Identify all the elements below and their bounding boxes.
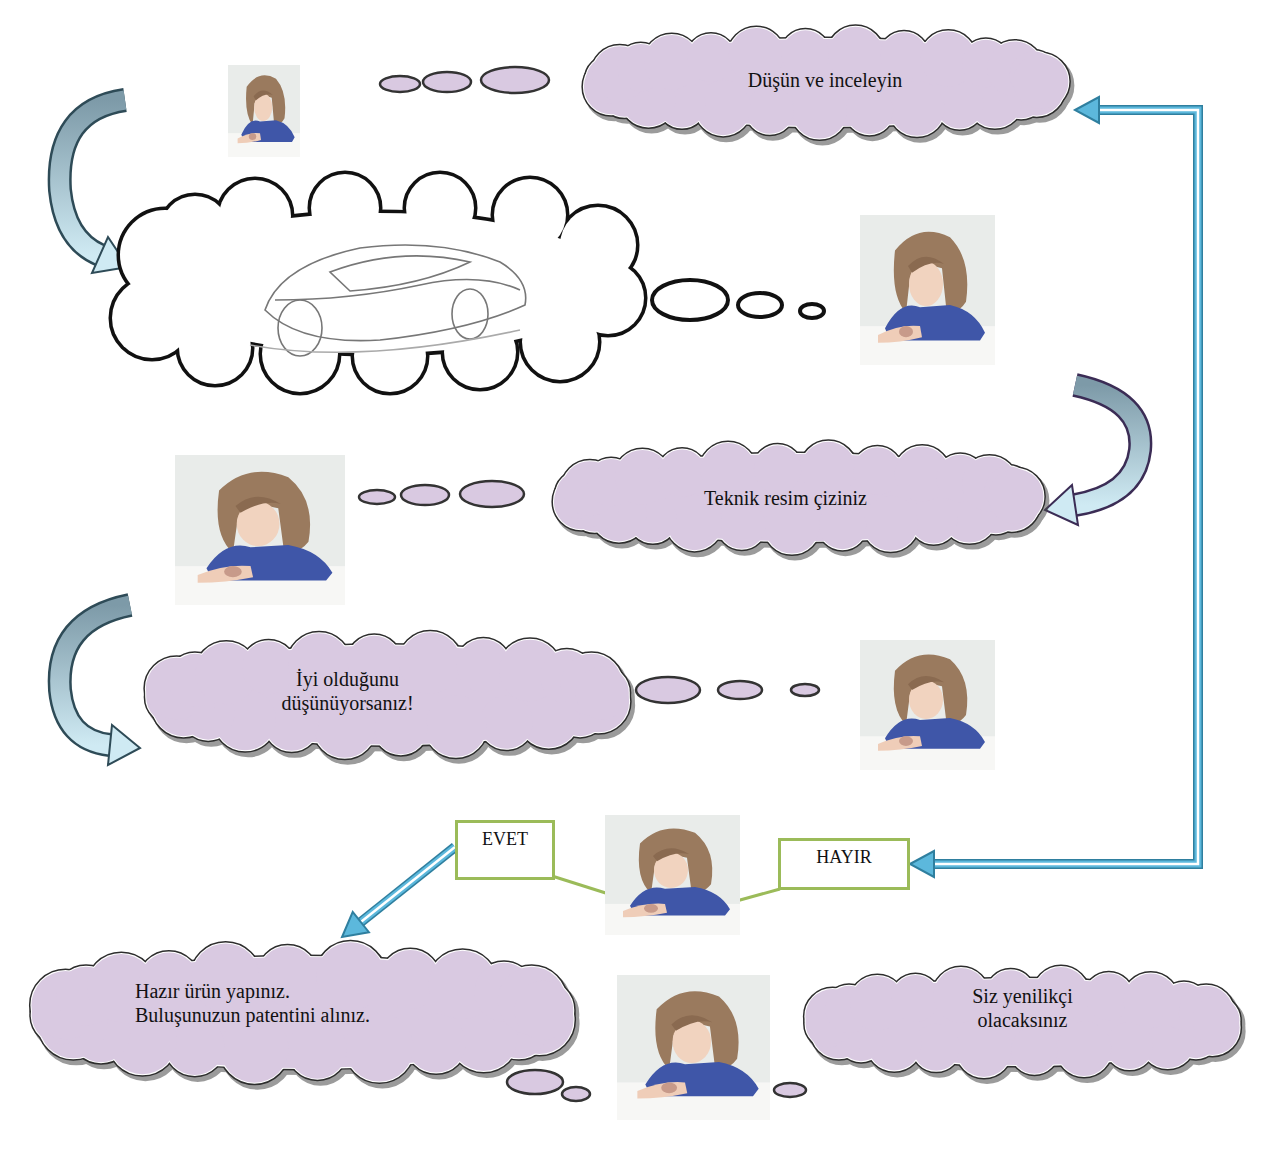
girl-picture bbox=[228, 65, 300, 157]
thought-cloud: İyi olduğunu düşünüyorsanız! bbox=[135, 625, 640, 765]
arrow-head bbox=[1075, 97, 1099, 123]
text-holder: Siz yenilikçi olacaksınız bbox=[795, 960, 1250, 1084]
girl-picture bbox=[605, 815, 740, 935]
thought-cloud: Hazır ürün yapınız. Buluşunuzun patentin… bbox=[20, 935, 585, 1090]
answer-box: EVET bbox=[455, 820, 555, 880]
curved-arrow bbox=[1045, 385, 1140, 525]
curved-arrow bbox=[60, 605, 140, 765]
text-holder: İyi olduğunu düşünüyorsanız! bbox=[135, 625, 640, 765]
text-holder: EVET bbox=[458, 823, 552, 877]
girl-picture bbox=[860, 640, 995, 770]
text-holder: Düşün ve inceleyin bbox=[575, 20, 1075, 145]
text-holder: Teknik resim çiziniz bbox=[545, 435, 1050, 560]
flow-arrow bbox=[342, 847, 455, 937]
cloud-text: Hazır ürün yapınız. Buluşunuzun patentin… bbox=[135, 979, 370, 1027]
arrow-head bbox=[910, 851, 934, 877]
text-holder: HAYIR bbox=[781, 841, 907, 887]
thought-cloud: Düşün ve inceleyin bbox=[575, 20, 1075, 145]
cloud-text: Siz yenilikçi olacaksınız bbox=[940, 984, 1105, 1032]
thought-cloud: Teknik resim çiziniz bbox=[545, 435, 1050, 560]
sketch-cloud bbox=[112, 174, 644, 392]
girl-picture bbox=[175, 455, 345, 605]
thought-bubbles bbox=[359, 67, 819, 1101]
answer-label: EVET bbox=[482, 829, 528, 851]
cloud-text: İyi olduğunu düşünüyorsanız! bbox=[255, 667, 440, 715]
thought-cloud: Siz yenilikçi olacaksınız bbox=[795, 960, 1250, 1084]
car-sketch bbox=[250, 245, 526, 356]
answer-label: HAYIR bbox=[816, 847, 871, 869]
text-holder: Hazır ürün yapınız. Buluşunuzun patentin… bbox=[20, 935, 585, 1090]
answer-box: HAYIR bbox=[778, 838, 910, 890]
flow-arrow bbox=[910, 97, 1198, 877]
cloud-text: Teknik resim çiziniz bbox=[704, 486, 867, 510]
arrow-head bbox=[342, 912, 369, 937]
girl-picture bbox=[617, 975, 770, 1120]
cloud-text: Düşün ve inceleyin bbox=[748, 68, 902, 92]
girl-picture bbox=[860, 215, 995, 365]
thought-bubbles bbox=[652, 280, 824, 320]
